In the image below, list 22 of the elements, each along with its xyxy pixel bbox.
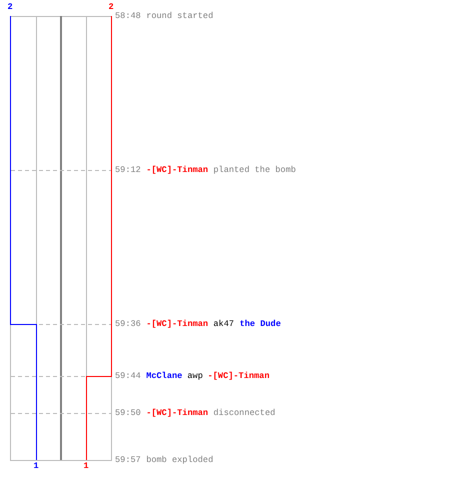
player-name: -[WC]-Tinman bbox=[208, 371, 270, 381]
event-text: planted the bomb bbox=[213, 165, 296, 175]
event-time: 59:44 bbox=[115, 371, 141, 381]
player-count: 2 bbox=[8, 2, 13, 12]
player-name: -[WC]-Tinman bbox=[146, 319, 208, 329]
event-text: round started bbox=[146, 11, 214, 21]
event-time: 59:57 bbox=[115, 455, 141, 465]
event-time: 58:48 bbox=[115, 11, 141, 21]
event-time: 59:50 bbox=[115, 408, 141, 418]
player-count: 1 bbox=[34, 461, 39, 471]
player-name: the Dude bbox=[240, 319, 281, 329]
player-count: 2 bbox=[108, 2, 114, 12]
event-text: disconnected bbox=[213, 408, 276, 418]
player-count: 1 bbox=[84, 461, 89, 471]
player-name: -[WC]-Tinman bbox=[146, 165, 208, 175]
player-name: McClane bbox=[146, 371, 182, 381]
event-time: 59:36 bbox=[115, 319, 141, 329]
player-name: -[WC]-Tinman bbox=[146, 408, 208, 418]
event-text: bomb exploded bbox=[146, 455, 214, 465]
weapon-name: awp bbox=[187, 371, 203, 381]
weapon-name: ak47 bbox=[213, 319, 234, 329]
event-time: 59:12 bbox=[115, 165, 141, 175]
